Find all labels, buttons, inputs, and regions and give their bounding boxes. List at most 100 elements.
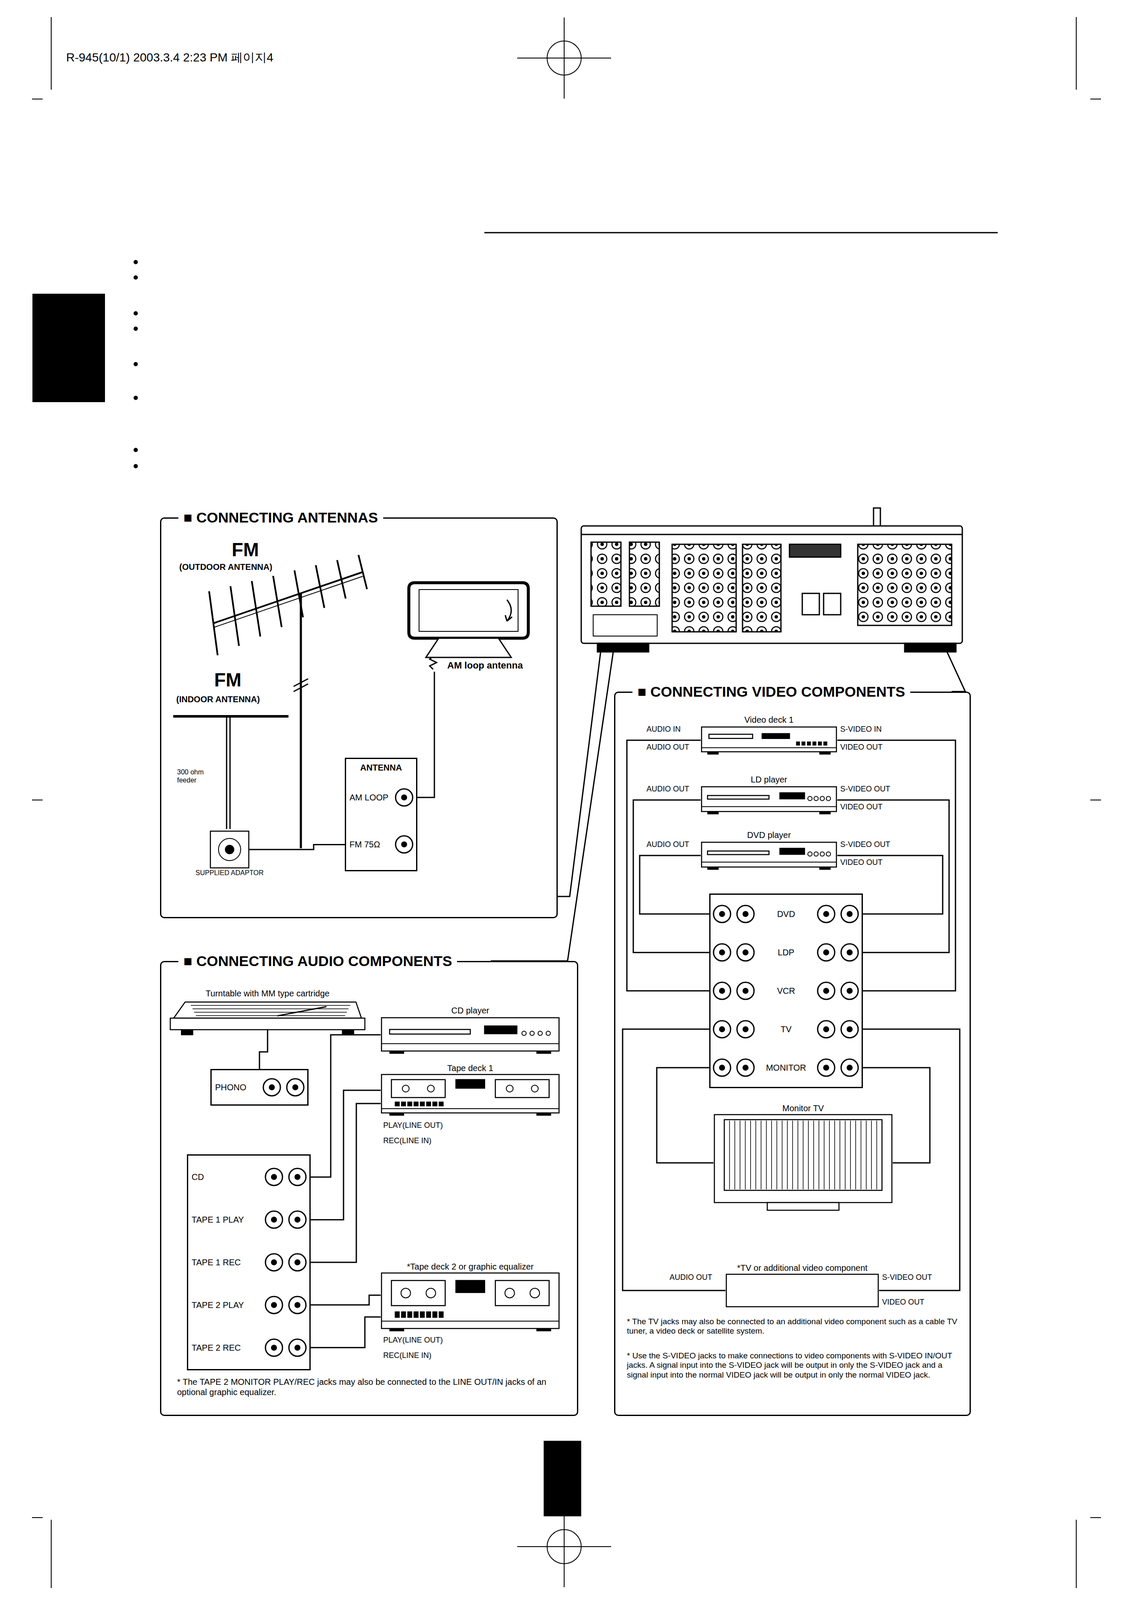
- jack-label: TAPE 1 PLAY: [188, 1214, 263, 1225]
- device-drawing: [700, 784, 838, 815]
- jack: [395, 835, 413, 853]
- annotation: S-VIDEO OUT: [882, 1272, 933, 1282]
- jack-pin: [401, 841, 408, 848]
- device-line: [802, 1120, 804, 1189]
- device-knob: [538, 1031, 543, 1036]
- illustration-part: [857, 544, 952, 626]
- bullets: [133, 259, 138, 469]
- audio-jack-panel: CDTAPE 1 PLAYTAPE 1 RECTAPE 2 PLAYTAPE 2…: [186, 1153, 311, 1370]
- illustration-part: [50, 1519, 52, 1588]
- annotation: S-VIDEO OUT: [840, 839, 891, 849]
- illustration-part: [789, 544, 841, 557]
- device-part: [484, 1025, 518, 1034]
- device-line: [808, 1120, 810, 1189]
- illustration-part: [209, 591, 218, 656]
- cable: [259, 1036, 268, 1069]
- device-part: [707, 850, 769, 855]
- annotation: VIDEO OUT: [840, 857, 883, 867]
- device-drawing: [725, 1272, 880, 1308]
- jack-pin: [742, 910, 749, 917]
- cable: [310, 1294, 381, 1305]
- device-knob: [427, 1084, 435, 1092]
- illustration-part: [591, 541, 621, 606]
- device-knob: [546, 1031, 551, 1036]
- illustration-part: [133, 259, 138, 265]
- device-part: [389, 1328, 405, 1331]
- jack-pin: [742, 987, 749, 994]
- jack-pin: [846, 949, 853, 956]
- jack: [265, 1253, 283, 1271]
- device-part: [391, 1280, 446, 1306]
- jack-pin: [742, 949, 749, 956]
- device-line: [267, 1029, 269, 1037]
- device-label: Monitor TV: [713, 1102, 893, 1114]
- annotation: (INDOOR ANTENNA): [176, 694, 260, 705]
- cable-label: PLAY(LINE OUT): [381, 1335, 445, 1345]
- panel-title: ■ CONNECTING VIDEO COMPONENTS: [632, 682, 911, 701]
- device-part: [426, 1101, 432, 1106]
- device-line: [381, 1107, 560, 1109]
- jack-group: [710, 1009, 758, 1049]
- device-part: [780, 847, 805, 854]
- cable: [639, 855, 710, 914]
- twisted-wire: [429, 655, 437, 670]
- device-knob: [813, 851, 819, 857]
- device-knob: [807, 796, 813, 801]
- jack-pin: [719, 1025, 726, 1032]
- illustration-part: [672, 544, 737, 632]
- illustration-part: [563, 17, 565, 99]
- jack-row: TAPE 1 REC: [188, 1240, 310, 1284]
- illustration-part: [133, 395, 138, 400]
- jack-group: [392, 775, 417, 819]
- device-part: [495, 1280, 550, 1306]
- annotation: FM: [214, 668, 242, 691]
- panel-title: ■ CONNECTING AUDIO COMPONENTS: [178, 951, 458, 970]
- jack-label: VCR: [757, 985, 815, 996]
- jack: [736, 1020, 755, 1038]
- annotation: AUDIO IN: [646, 724, 681, 734]
- device-knob: [530, 1031, 535, 1036]
- device-line: [381, 1320, 560, 1322]
- device-part: [413, 1101, 419, 1106]
- jack-pin: [270, 1173, 277, 1180]
- illustration-part: [597, 643, 649, 652]
- illustration-part: [593, 614, 658, 636]
- illustration-part: [293, 683, 309, 692]
- phono-jacks: PHONO: [210, 1068, 309, 1106]
- panel-title: ■ CONNECTING ANTENNAS: [178, 508, 384, 527]
- device-drawing: [700, 840, 838, 871]
- device-part: [170, 1017, 365, 1030]
- device-part: [419, 1310, 425, 1317]
- illustration-part: [133, 326, 138, 331]
- jack-group: [814, 1048, 862, 1087]
- indoor-antenna: [173, 716, 289, 829]
- illustration-part: [943, 643, 966, 692]
- device-part: [807, 741, 811, 746]
- jack-group: [262, 1197, 310, 1241]
- jack-pin: [823, 949, 830, 956]
- device-line: [195, 1014, 346, 1016]
- device-line: [855, 1120, 857, 1189]
- jack: [265, 1296, 283, 1314]
- device-label: CD player: [380, 1004, 560, 1016]
- cable-label: REC(LINE IN): [381, 1350, 433, 1360]
- illustration-part: [337, 559, 346, 599]
- jack-group: [262, 1283, 310, 1326]
- jack: [817, 981, 835, 1000]
- illustration-part: [251, 580, 261, 637]
- page-number-box: [543, 1440, 582, 1516]
- jack-pin: [823, 1064, 830, 1071]
- annotation: VIDEO OUT: [840, 802, 883, 812]
- jack-pin: [270, 1301, 277, 1308]
- ld-player: LD player: [700, 773, 838, 815]
- jack-group: [260, 1069, 308, 1104]
- crop-marks: [32, 17, 1101, 1588]
- device-knob: [530, 1287, 540, 1298]
- annotation: S-VIDEO IN: [840, 724, 882, 734]
- jack: [263, 1078, 281, 1096]
- device-label: AM loop antenna: [400, 659, 546, 672]
- device-part: [495, 1079, 550, 1098]
- jack-label: PHONO: [211, 1082, 261, 1093]
- device-part: [796, 741, 800, 746]
- jack-pin: [270, 1258, 277, 1265]
